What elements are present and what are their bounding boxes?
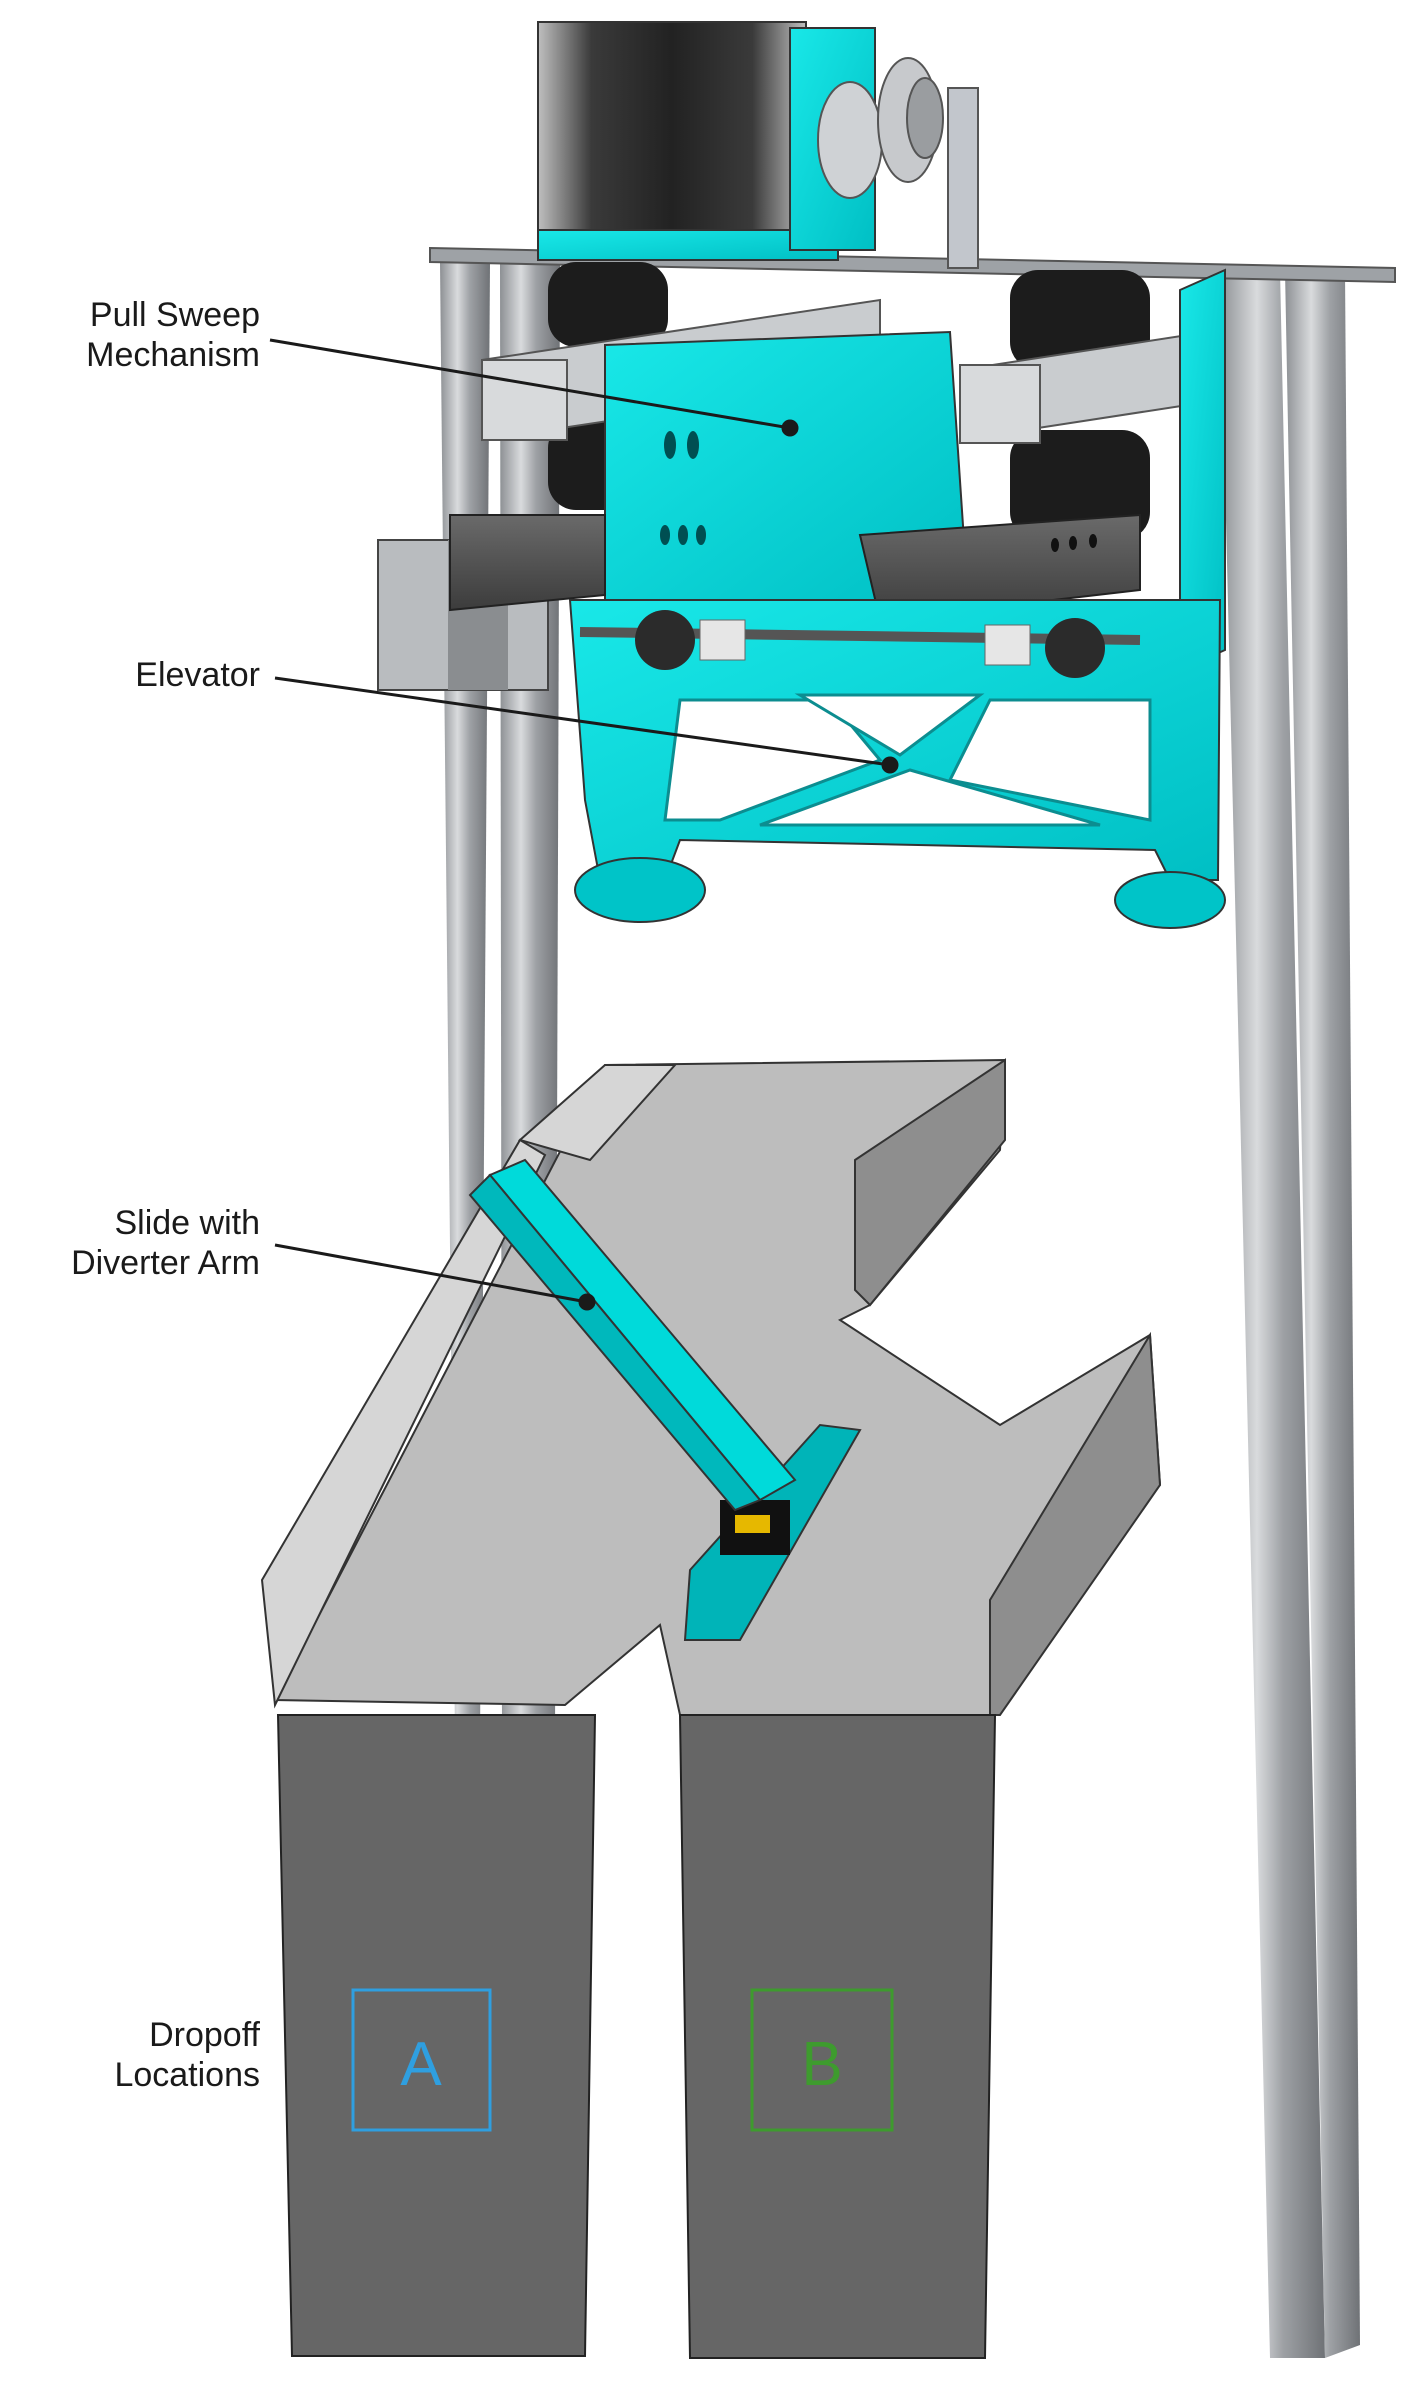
label-dropoff: Dropoff Locations: [114, 2016, 260, 2094]
dropoff-letter-b: B: [801, 2030, 842, 2099]
gear-racks: [449, 513, 1141, 622]
dropoff-chutes: [276, 1714, 997, 2359]
top-motor: [537, 21, 979, 269]
dropoff-box-b: B: [750, 1988, 894, 2132]
label-elevator: Elevator: [135, 656, 260, 694]
label-pull-sweep: Pull Sweep Mechanism: [86, 296, 260, 374]
leader-lines: [269, 338, 899, 1311]
elevator-frame: [568, 599, 1226, 929]
cyan-side-bracket: [1179, 268, 1226, 672]
dropoff-letter-a: A: [400, 2030, 442, 2099]
label-slide: Slide with Diverter Arm: [71, 1204, 260, 1282]
dropoff-box-a: A: [351, 1988, 492, 2132]
slide: [260, 1058, 1162, 1716]
